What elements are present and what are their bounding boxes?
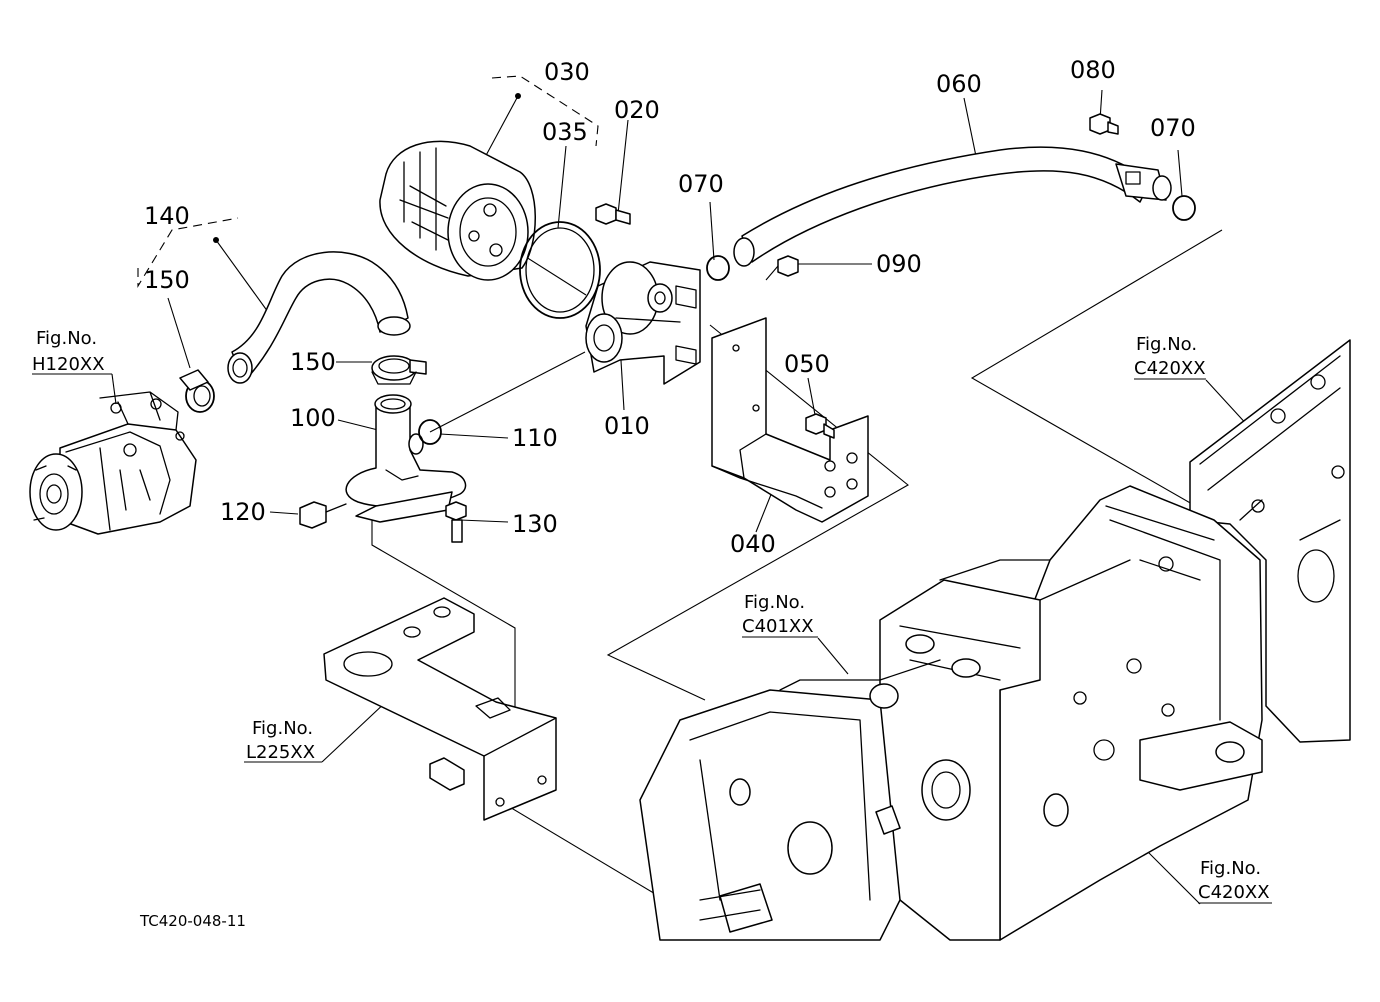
fig-ref-c420-bottom-prefix: Fig.No. bbox=[1200, 858, 1261, 879]
fig-ref-c401[interactable]: C401XX bbox=[742, 616, 814, 637]
o-ring-070-left bbox=[706, 255, 730, 281]
fig-ref-h120[interactable]: H120XX bbox=[32, 354, 105, 375]
suction-hose bbox=[227, 251, 411, 384]
callout-090: 090 bbox=[876, 250, 922, 278]
filter-housing bbox=[585, 261, 701, 385]
callout-035: 035 bbox=[542, 118, 588, 146]
fig-ref-l225-prefix: Fig.No. bbox=[252, 718, 313, 739]
oil-pipe bbox=[733, 146, 1172, 267]
o-ring-070-right bbox=[1172, 195, 1196, 221]
figure-references: Fig.No. H120XX Fig.No. C420XX Fig.No. C4… bbox=[32, 328, 1272, 904]
bolt-120 bbox=[299, 501, 347, 529]
hose-clamp-left bbox=[179, 369, 215, 413]
o-ring-110 bbox=[418, 419, 442, 445]
fig-ref-c401-prefix: Fig.No. bbox=[744, 592, 805, 613]
callout-050: 050 bbox=[784, 350, 830, 378]
callout-070-right: 070 bbox=[1150, 114, 1196, 142]
hydraulic-pump bbox=[29, 391, 197, 535]
bolt-080 bbox=[1089, 113, 1119, 135]
fig-ref-c420-bottom[interactable]: C420XX bbox=[1198, 882, 1270, 903]
callout-010: 010 bbox=[604, 412, 650, 440]
callout-120: 120 bbox=[220, 498, 266, 526]
fig-ref-h120-prefix: Fig.No. bbox=[36, 328, 97, 349]
frame-plate bbox=[323, 597, 557, 821]
callout-020: 020 bbox=[614, 96, 660, 124]
callout-040: 040 bbox=[730, 530, 776, 558]
fig-ref-c420-top-prefix: Fig.No. bbox=[1136, 334, 1197, 355]
fig-ref-c420-top[interactable]: C420XX bbox=[1134, 358, 1206, 379]
callout-140: 140 bbox=[144, 202, 190, 230]
callout-080: 080 bbox=[1070, 56, 1116, 84]
oil-filter bbox=[379, 140, 536, 281]
diagram-id: TC420-048-11 bbox=[139, 912, 246, 930]
callout-070-left: 070 bbox=[678, 170, 724, 198]
callout-labels: 030 035 020 070 060 080 070 090 140 150 … bbox=[144, 56, 1196, 558]
bolt-020 bbox=[595, 203, 631, 225]
assembly-lines bbox=[371, 229, 1223, 899]
hose-clamp-right bbox=[371, 355, 427, 385]
callout-100: 100 bbox=[290, 404, 336, 432]
callout-130: 130 bbox=[512, 510, 558, 538]
callout-060: 060 bbox=[936, 70, 982, 98]
callout-150-right: 150 bbox=[290, 348, 336, 376]
callout-150-left: 150 bbox=[144, 266, 190, 294]
mounting-bracket bbox=[711, 317, 869, 523]
pipe-elbow bbox=[345, 394, 467, 523]
bolt-050 bbox=[805, 413, 835, 439]
filter-gasket bbox=[519, 221, 601, 319]
bolt-130 bbox=[445, 501, 467, 543]
bolt-090 bbox=[777, 255, 799, 277]
transmission-case bbox=[639, 339, 1351, 941]
callout-110: 110 bbox=[512, 424, 558, 452]
callout-030: 030 bbox=[544, 58, 590, 86]
fig-ref-l225[interactable]: L225XX bbox=[246, 742, 315, 763]
